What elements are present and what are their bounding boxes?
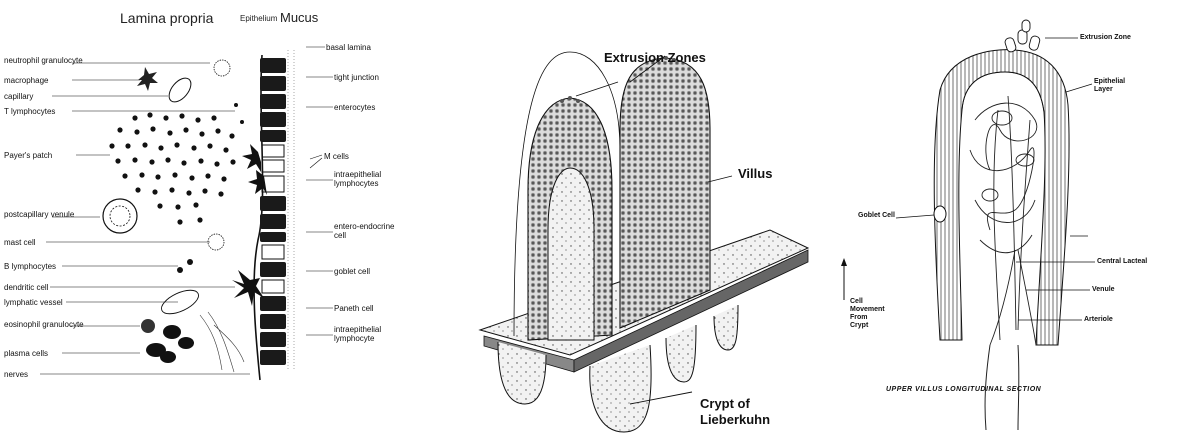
label-epithelial-line2: Layer [1094,86,1113,94]
label-intraepithelial-lymphocyte: intraepithelial lymphocyte [334,325,394,343]
villus-3d-diagram: Extrusion Zones Villus Crypt of Lieberku… [470,0,830,434]
label-cell-movement-4: Crypt [850,322,868,330]
label-m-cells: M cells [324,152,349,161]
label-basal-lamina: basal lamina [326,43,371,52]
label-extrusion-zones: Extrusion Zones [604,50,706,65]
label-mast-cell: mast cell [4,238,36,247]
mucosa-cell-diagram: Lamina propria Epithelium Mucus [0,0,430,434]
label-paneth-cell: Paneth cell [334,304,374,313]
label-venule: Venule [1092,286,1115,294]
label-nerves: nerves [4,370,28,379]
label-goblet-cell: Goblet Cell [858,212,895,220]
label-entero-endocrine-cell: entero-endocrine cell [334,222,398,240]
label-macrophage: macrophage [4,76,48,85]
label-central-lacteal: Central Lacteal [1097,258,1147,266]
label-b-lymphocytes: B lymphocytes [4,262,56,271]
label-extrusion-zone: Extrusion Zone [1080,34,1131,42]
label-arteriole: Arteriole [1084,316,1113,324]
label-neutrophil-granulocyte: neutrophil granulocyte [4,56,83,65]
caption-upper-villus-section: UPPER VILLUS LONGITUDINAL SECTION [886,386,1041,393]
label-villus: Villus [738,166,772,181]
label-tight-junction: tight junction [334,73,379,82]
villus-3d-drawing [470,0,830,434]
label-cell-movement-2: Movement [850,306,885,314]
label-capillary: capillary [4,92,33,101]
label-crypt-line1: Crypt of [700,396,750,411]
label-postcapillary-venule: postcapillary venule [4,210,74,219]
label-eosinophil-granulocyte: eosinophil granulocyte [4,320,84,329]
label-epithelial-line1: Epithelial [1094,78,1125,86]
label-payers-patch: Payer's patch [4,151,52,160]
label-lymphatic-vessel: lymphatic vessel [4,298,63,307]
label-crypt-line2: Lieberkuhn [700,412,770,427]
label-intraepithelial-lymphocytes: intraepithelial lymphocytes [334,170,394,188]
label-dendritic-cell: dendritic cell [4,283,48,292]
label-t-lymphocytes: T lymphocytes [4,107,55,116]
label-enterocytes: enterocytes [334,103,375,112]
label-cell-movement-1: Cell [850,298,863,306]
label-plasma-cells: plasma cells [4,349,48,358]
label-cell-movement-3: From [850,314,868,322]
label-goblet-cell: goblet cell [334,267,370,276]
villus-section-diagram: Extrusion Zone Epithelial Layer Goblet C… [840,0,1186,434]
